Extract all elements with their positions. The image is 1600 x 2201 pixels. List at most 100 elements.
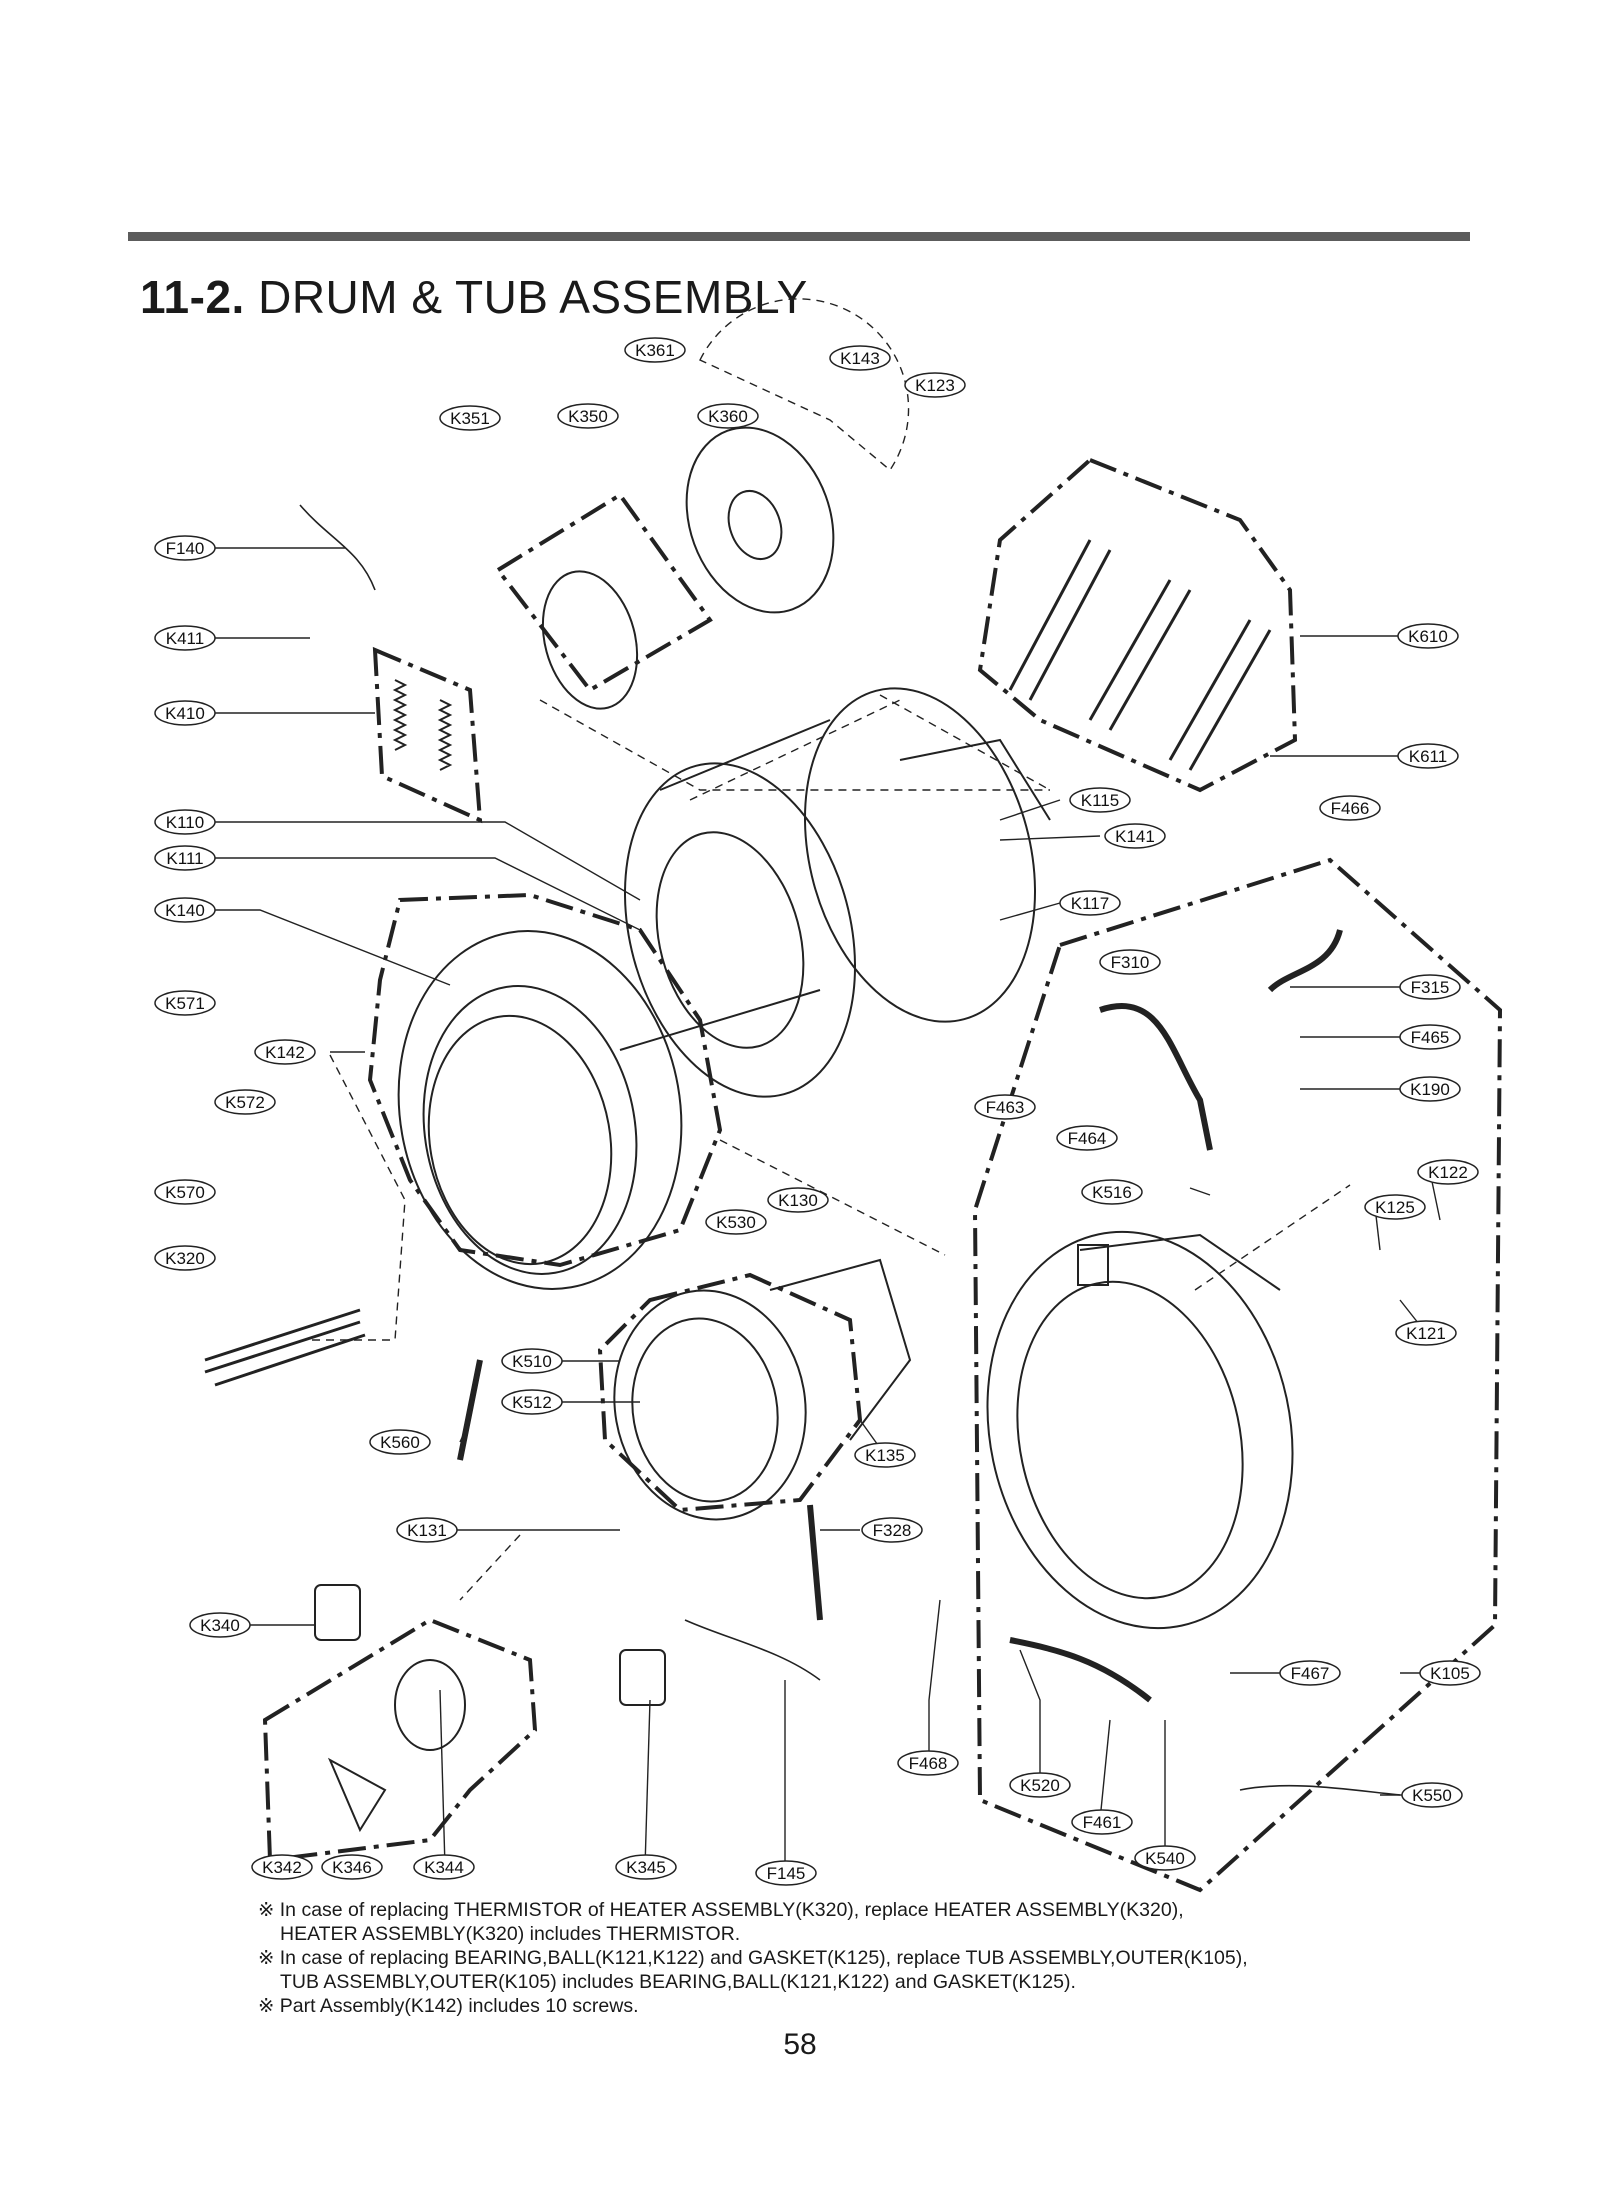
callout-label: K135 — [865, 1446, 905, 1465]
callout-oval — [413, 1854, 475, 1880]
callout-oval — [974, 1094, 1036, 1120]
callout-oval — [1099, 949, 1161, 975]
callout-k117: K117 — [1059, 890, 1121, 916]
callout-f461: F461 — [1071, 1809, 1133, 1835]
callout-k190: K190 — [1399, 1076, 1461, 1102]
callout-k105: K105 — [1419, 1660, 1481, 1686]
notes: ※ In case of replacing THERMISTOR of HEA… — [258, 1898, 1458, 2018]
callout-oval — [557, 403, 619, 429]
callout-label: K411 — [166, 629, 204, 648]
callout-k342: K342 — [251, 1854, 313, 1880]
callout-label: K110 — [166, 813, 204, 832]
callout-label: K111 — [166, 849, 203, 868]
callout-k550: K550 — [1401, 1782, 1463, 1808]
callout-oval — [904, 372, 966, 398]
callout-oval — [251, 1854, 313, 1880]
callout-oval — [767, 1187, 829, 1213]
callout-label: K320 — [165, 1249, 205, 1268]
callout-f310: F310 — [1099, 949, 1161, 975]
callout-oval — [1397, 623, 1459, 649]
callout-k410: K410 — [154, 700, 216, 726]
callout-label: K350 — [568, 407, 608, 426]
callout-oval — [154, 535, 216, 561]
callout-oval — [154, 845, 216, 871]
callout-label: F145 — [767, 1864, 806, 1883]
callout-k611: K611 — [1397, 743, 1459, 769]
callout-label: K360 — [708, 407, 748, 426]
callout-oval — [1397, 743, 1459, 769]
callout-k141: K141 — [1104, 823, 1166, 849]
callout-oval — [1395, 1320, 1457, 1346]
callout-label: K516 — [1092, 1183, 1132, 1202]
callout-k571: K571 — [154, 990, 216, 1016]
callout-k320: K320 — [154, 1245, 216, 1271]
callout-oval — [624, 337, 686, 363]
callout-k361: K361 — [624, 337, 686, 363]
callout-oval — [1056, 1125, 1118, 1151]
callout-oval — [1364, 1194, 1426, 1220]
callout-oval — [1279, 1660, 1341, 1686]
callout-oval — [1069, 787, 1131, 813]
callout-oval — [705, 1209, 767, 1235]
callout-k570: K570 — [154, 1179, 216, 1205]
section-title: 11-2. DRUM & TUB ASSEMBLY — [140, 270, 808, 324]
callout-f465: F465 — [1399, 1024, 1461, 1050]
callout-oval — [154, 700, 216, 726]
group-outline-spider — [495, 492, 713, 693]
callout-label: K611 — [1409, 747, 1447, 766]
callout-label: K410 — [165, 704, 205, 723]
callout-f328: F328 — [861, 1517, 923, 1543]
pump-drawing — [314, 1584, 666, 1833]
callout-label: F463 — [986, 1098, 1025, 1117]
callout-k610: K610 — [1397, 623, 1459, 649]
callout-oval — [1401, 1782, 1463, 1808]
callout-label: K131 — [407, 1521, 447, 1540]
callout-label: K115 — [1081, 791, 1119, 810]
callout-label: K361 — [635, 341, 675, 360]
callout-k110: K110 — [154, 809, 216, 835]
callout-oval — [501, 1389, 563, 1415]
callout-oval — [697, 403, 759, 429]
callout-oval — [321, 1854, 383, 1880]
note-line: ※ In case of replacing BEARING,BALL(K121… — [258, 1946, 1458, 1970]
callout-label: K530 — [716, 1213, 756, 1232]
drum-basket-drawing — [619, 687, 1051, 1098]
callout-label: K540 — [1145, 1849, 1185, 1868]
callout-k516: K516 — [1081, 1179, 1143, 1205]
door-seal-drawing — [613, 1258, 912, 1521]
callout-k510: K510 — [501, 1348, 563, 1374]
callout-oval — [1104, 823, 1166, 849]
callout-oval — [1417, 1159, 1479, 1185]
callout-k142: K142 — [254, 1039, 316, 1065]
note-mark: ※ — [258, 1899, 275, 1921]
callout-label: K121 — [1406, 1324, 1446, 1343]
callout-k125: K125 — [1364, 1194, 1426, 1220]
callout-k512: K512 — [501, 1389, 563, 1415]
note-text: In case of replacing THERMISTOR of HEATE… — [279, 1899, 1184, 1921]
wire-harness-drawings — [299, 504, 1401, 1796]
callout-k530: K530 — [705, 1209, 767, 1235]
callout-k572: K572 — [214, 1089, 276, 1115]
callout-oval — [854, 1442, 916, 1468]
callout-label: K610 — [1408, 627, 1448, 646]
callout-label: K340 — [200, 1616, 240, 1635]
callout-f464: F464 — [1056, 1125, 1118, 1151]
group-outline-pump — [262, 1617, 538, 1863]
group-outline-front-tub — [367, 892, 723, 1268]
callout-oval — [755, 1860, 817, 1886]
note-mark: ※ — [258, 1947, 275, 1969]
callout-f145: F145 — [755, 1860, 817, 1886]
callout-label: K571 — [165, 994, 205, 1013]
callout-oval — [615, 1854, 677, 1880]
callout-f315: F315 — [1399, 974, 1461, 1000]
callout-oval — [829, 345, 891, 371]
callout-k411: K411 — [154, 625, 216, 651]
callout-f468: F468 — [897, 1750, 959, 1776]
callout-label: K130 — [778, 1191, 818, 1210]
note-mark: ※ — [258, 1995, 275, 2017]
callout-oval — [189, 1612, 251, 1638]
callout-k540: K540 — [1134, 1845, 1196, 1871]
spring-drawings — [392, 679, 453, 771]
callout-oval — [154, 990, 216, 1016]
callout-label: K510 — [512, 1352, 552, 1371]
